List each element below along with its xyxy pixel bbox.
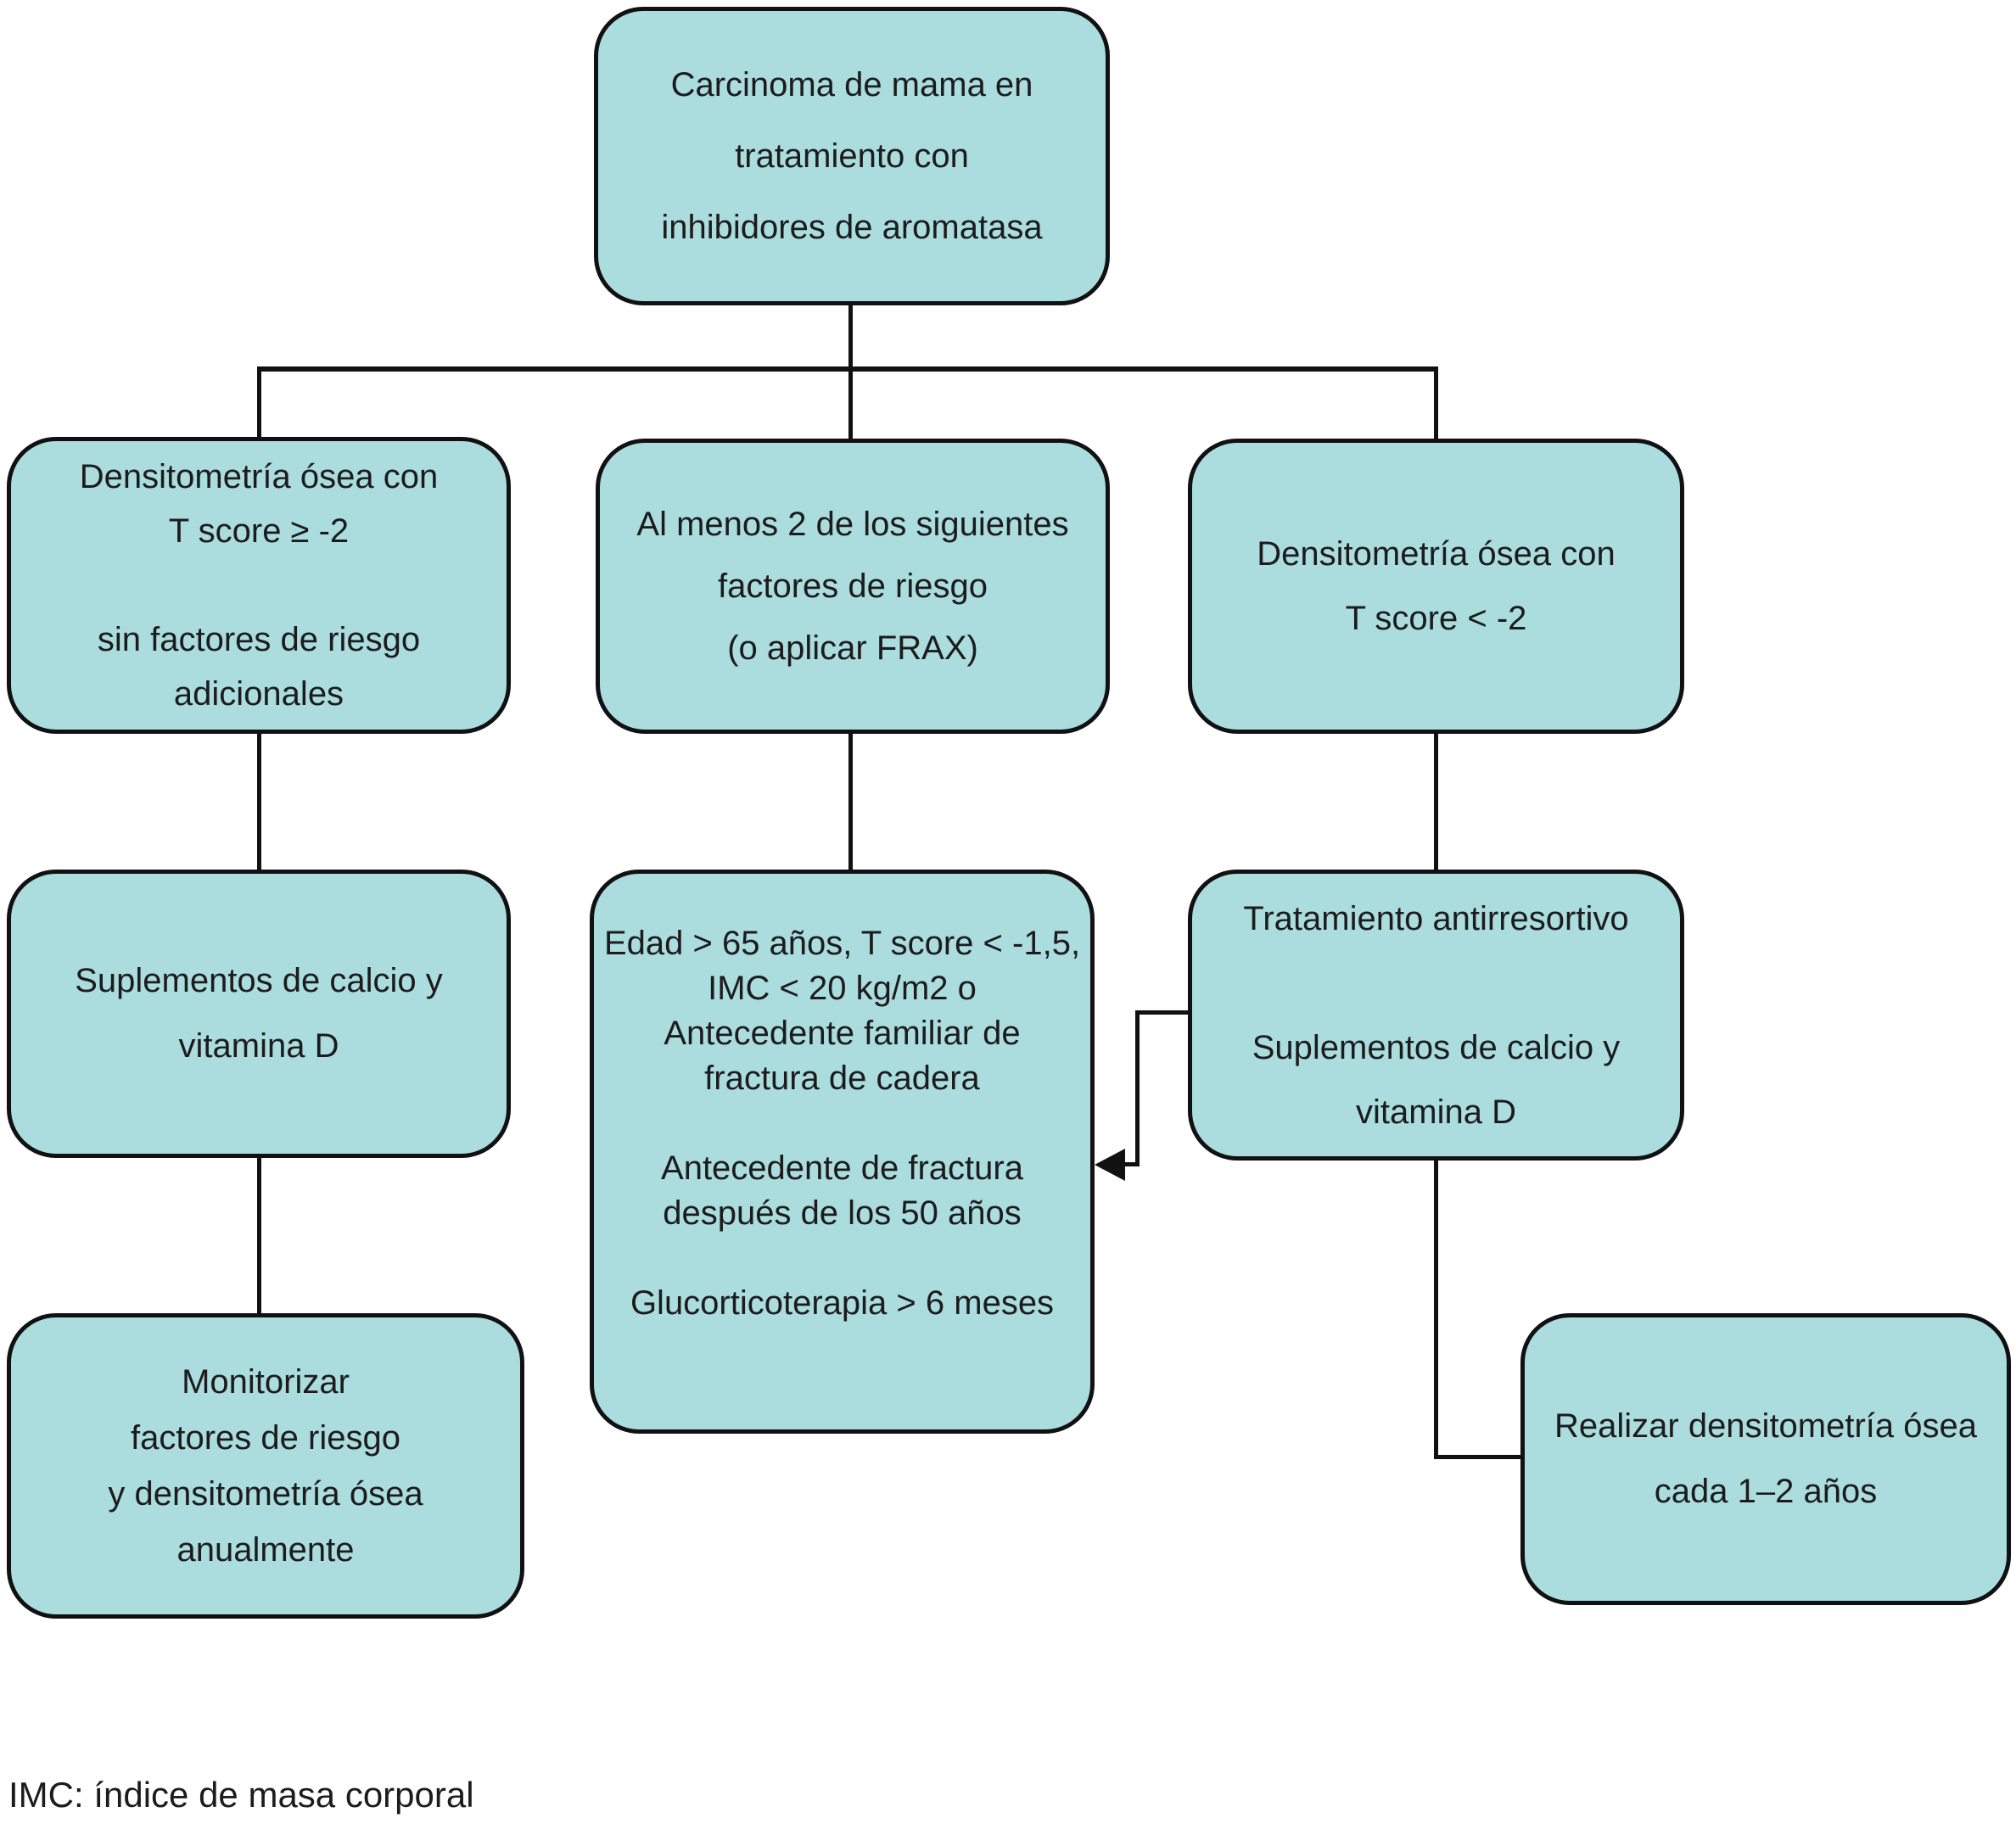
connector-left-row2-row3 <box>257 731 261 872</box>
box-text: Carcinoma de mama en tratamiento con inh… <box>661 66 1043 246</box>
box-text: Densitometría ósea con T score ≥ -2 sin … <box>79 458 439 713</box>
connector-right-to-realizar <box>1434 1455 1522 1459</box>
connector-mid-row2-row3 <box>848 731 853 872</box>
connector-top-stem <box>848 302 853 372</box>
connector-left-row3-row4 <box>257 1155 261 1317</box>
box-carcinoma-mama: Carcinoma de mama en tratamiento con inh… <box>594 7 1110 305</box>
box-text: Tratamiento antirresortivo Suplementos d… <box>1243 899 1629 1131</box>
connector-branch-mid-drop <box>848 370 853 441</box>
box-text: Edad > 65 años, T score < -1,5, IMC < 20… <box>603 925 1081 1322</box>
box-text: Densitometría ósea con T score < -2 <box>1257 535 1616 637</box>
box-realizar-densitometria: Realizar densitometría ósea cada 1–2 año… <box>1520 1313 2011 1605</box>
connector-elbow-vertical <box>1135 1010 1140 1166</box>
box-monitorizar: Monitorizar factores de riesgo y densito… <box>7 1313 524 1619</box>
connector-elbow-top <box>1135 1010 1190 1015</box>
box-factores-riesgo-lista: Edad > 65 años, T score < -1,5, IMC < 20… <box>590 870 1095 1434</box>
connector-right-row2-row3 <box>1434 731 1438 872</box>
box-text: Monitorizar factores de riesgo y densito… <box>108 1363 423 1569</box>
box-text: Al menos 2 de los siguientes factores de… <box>636 505 1069 667</box>
connector-branch-right-drop <box>1434 370 1438 441</box>
connector-branch-left-drop <box>257 370 261 439</box>
box-text: Suplementos de calcio y vitamina D <box>75 962 443 1065</box>
box-tratamiento-antirresortivo: Tratamiento antirresortivo Suplementos d… <box>1188 870 1684 1161</box>
connector-right-row3-drop <box>1434 1157 1438 1459</box>
box-text: Realizar densitometría ósea cada 1–2 año… <box>1554 1407 1978 1510</box>
left-arrowhead-icon <box>1095 1149 1125 1181</box>
footnote-imc: IMC: índice de masa corporal <box>8 1775 474 1815</box>
box-densitometria-tscore-ge-2: Densitometría ósea con T score ≥ -2 sin … <box>7 437 511 734</box>
box-suplementos-calcio: Suplementos de calcio y vitamina D <box>7 870 511 1158</box>
box-densitometria-tscore-lt-2: Densitometría ósea con T score < -2 <box>1188 439 1684 734</box>
box-al-menos-2-factores: Al menos 2 de los siguientes factores de… <box>596 439 1110 734</box>
connector-branch-horizontal <box>257 366 1438 372</box>
